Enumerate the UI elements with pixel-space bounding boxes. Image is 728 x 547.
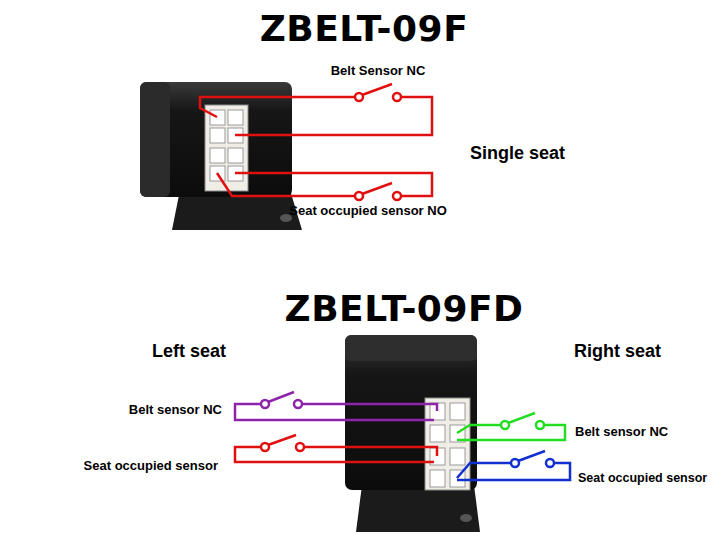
module-housing bbox=[140, 82, 302, 230]
sensor-label: Seat occupied sensor NO bbox=[289, 204, 447, 219]
seat-wire bbox=[217, 173, 432, 200]
drawing-part bbox=[355, 192, 363, 200]
connector bbox=[205, 105, 248, 191]
drawing-part bbox=[362, 84, 392, 95]
drawing-part bbox=[518, 451, 545, 461]
sensor-label: Belt Sensor NC bbox=[331, 64, 426, 79]
sensor-label: Belt sensor NC bbox=[129, 403, 222, 418]
right-seat-wire bbox=[457, 451, 570, 480]
drawing-part bbox=[546, 459, 554, 467]
drawing-part bbox=[296, 443, 304, 451]
drawing-part bbox=[235, 97, 432, 135]
housing-body bbox=[345, 335, 477, 490]
right-belt-wire bbox=[457, 413, 565, 440]
drawing-part bbox=[268, 392, 294, 402]
module-housing bbox=[345, 335, 480, 532]
drawing-part bbox=[393, 192, 401, 200]
drawing-part bbox=[302, 404, 437, 411]
drawing-part bbox=[210, 110, 225, 125]
side-heading: Right seat bbox=[574, 341, 661, 362]
drawing-part bbox=[294, 400, 302, 408]
drawing-part bbox=[457, 425, 501, 433]
mounting-hole bbox=[460, 514, 472, 522]
drawing-part bbox=[393, 93, 401, 101]
drawing-part bbox=[200, 97, 355, 117]
connector bbox=[425, 398, 470, 490]
drawing-part bbox=[450, 403, 465, 420]
side-note: Single seat bbox=[470, 143, 565, 164]
drawing-part bbox=[261, 443, 269, 451]
drawing-part bbox=[536, 421, 544, 429]
drawing-part bbox=[501, 421, 509, 429]
left-belt-wire bbox=[235, 392, 437, 420]
drawing-part bbox=[430, 425, 445, 442]
drawing-part bbox=[210, 148, 225, 163]
mounting-flange bbox=[356, 485, 480, 532]
housing-body bbox=[140, 82, 292, 197]
drawing-part bbox=[450, 448, 465, 465]
drawing-part bbox=[511, 459, 519, 467]
drawing-part bbox=[304, 447, 437, 456]
drawing-part bbox=[217, 173, 355, 196]
drawing-part bbox=[362, 183, 392, 194]
drawing-part bbox=[457, 425, 565, 440]
drawing-part bbox=[457, 463, 511, 478]
heading: ZBELT-09F bbox=[260, 8, 469, 49]
drawing-part bbox=[355, 93, 363, 101]
drawing-part bbox=[508, 413, 535, 423]
sensor-label: Belt sensor NC bbox=[575, 425, 668, 440]
connector-cells bbox=[210, 110, 243, 181]
sensor-label: Seat occupied sensor bbox=[84, 459, 218, 474]
side-heading: Left seat bbox=[152, 341, 226, 362]
drawing-part bbox=[228, 148, 243, 163]
drawing-part bbox=[235, 173, 432, 196]
heading: ZBELT-09FD bbox=[285, 288, 524, 329]
drawing-part bbox=[430, 470, 445, 487]
drawing-part bbox=[210, 128, 225, 143]
housing-top bbox=[345, 335, 477, 361]
belt-wire bbox=[200, 84, 432, 135]
drawing-part bbox=[268, 435, 296, 445]
sensor-label: Seat occupied sensor bbox=[578, 471, 707, 485]
drawing-part bbox=[261, 400, 269, 408]
housing-end bbox=[140, 82, 170, 197]
drawing-part bbox=[228, 110, 243, 125]
left-seat-wire bbox=[235, 435, 437, 462]
